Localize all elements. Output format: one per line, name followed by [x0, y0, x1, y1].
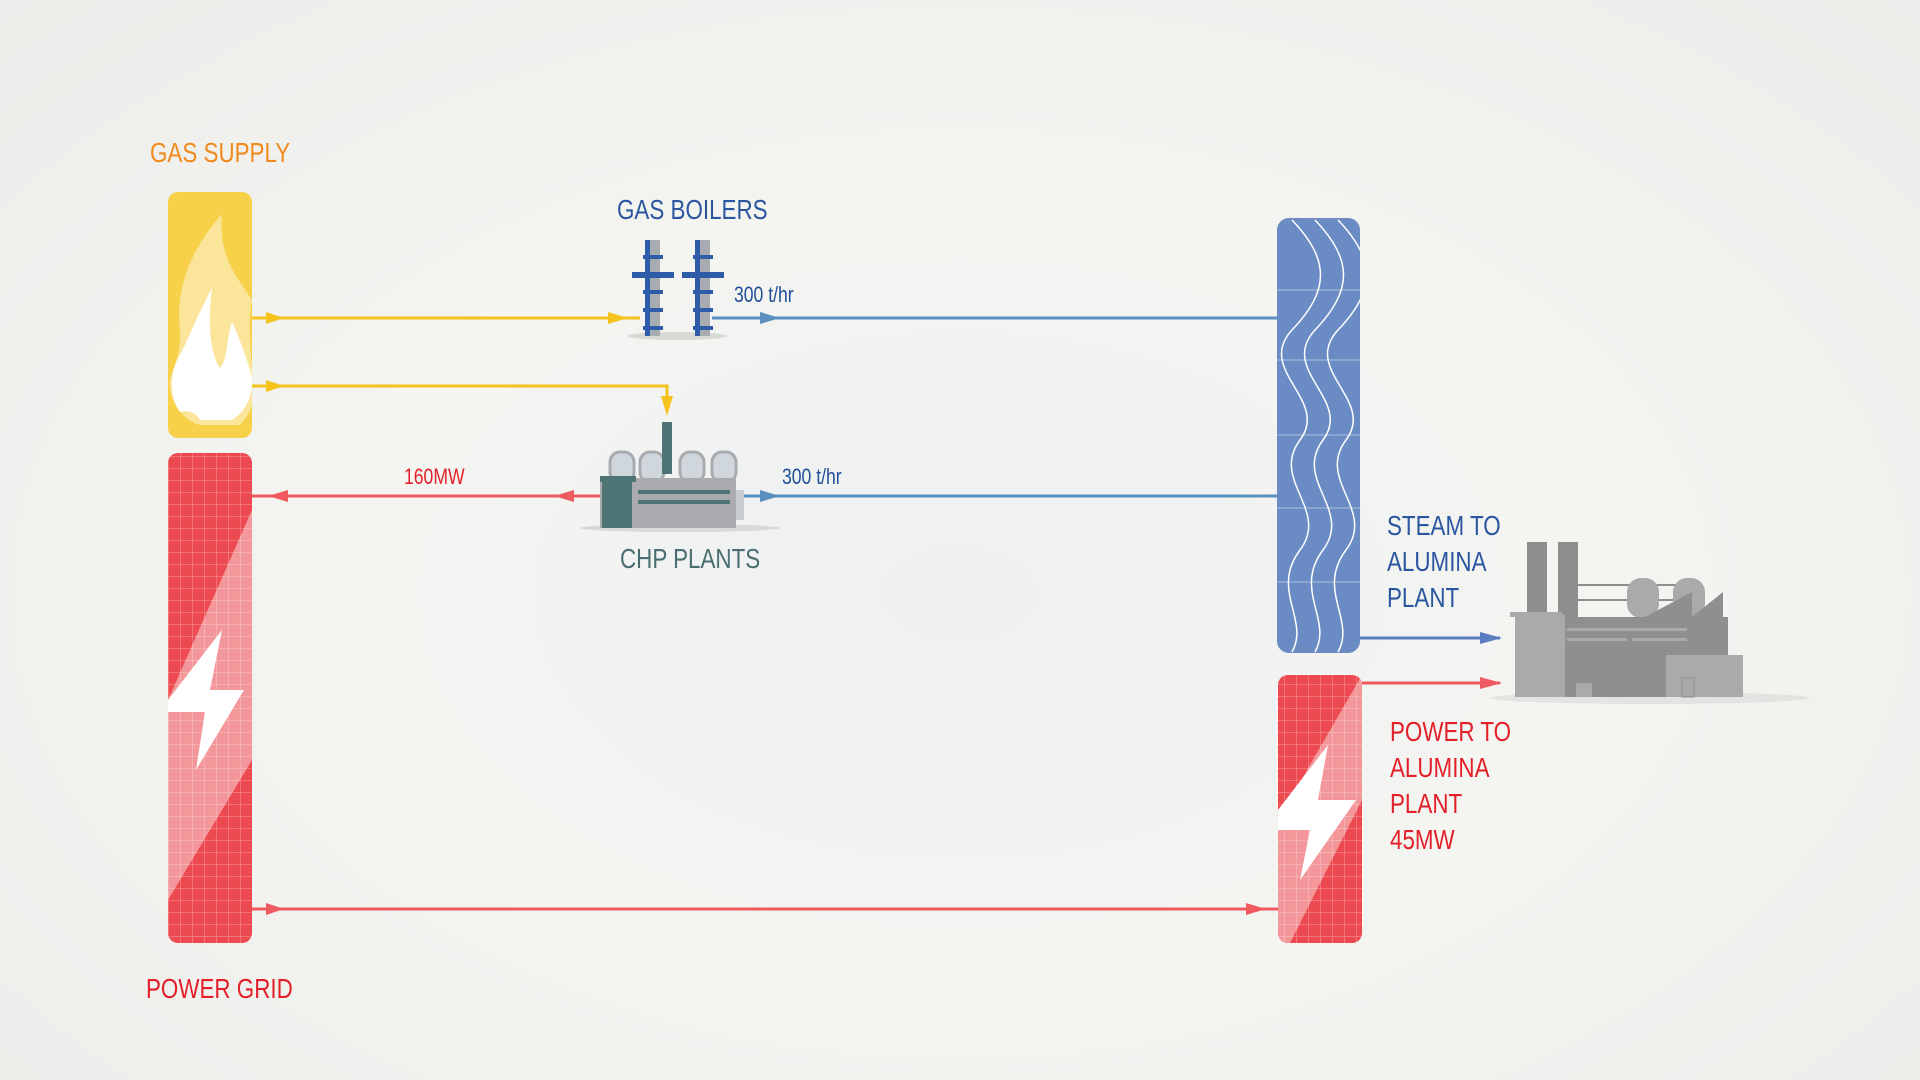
chp-to-grid-line [252, 490, 600, 502]
steam-box [1277, 218, 1360, 653]
power-grid-box [168, 453, 252, 943]
chp-steam-flow-label: 300 t/hr [782, 465, 842, 489]
power-to-plant-label: POWER TO ALUMINA PLANT 45MW [1390, 717, 1511, 856]
gas-supply-box [168, 192, 252, 438]
steam-to-factory-line [1360, 632, 1502, 644]
flame-icon [169, 214, 252, 425]
chp-plants-label: CHP PLANTS [620, 544, 760, 575]
steam-to-plant-label: STEAM TO ALUMINA PLANT [1387, 511, 1501, 614]
power-label-line: PLANT [1390, 789, 1462, 820]
chp-steam-line [743, 490, 1277, 502]
gas-boilers-label: GAS BOILERS [617, 195, 768, 226]
gas-to-boilers-line [252, 312, 640, 324]
steam-label-line: ALUMINA [1387, 547, 1487, 578]
chp-power-output-label: 160MW [404, 465, 465, 489]
steam-waves-icon [1277, 219, 1360, 653]
steam-label-line: PLANT [1387, 583, 1459, 614]
gas-boilers-icon [627, 240, 727, 340]
power-to-factory-line [1362, 677, 1502, 689]
power-label-line: POWER TO [1390, 717, 1511, 748]
power-grid-label: POWER GRID [146, 974, 293, 1005]
steam-label-line: STEAM TO [1387, 511, 1501, 542]
chp-plant-icon [580, 422, 780, 532]
gas-to-chp-line [252, 380, 673, 416]
alumina-plant-factory-icon [1490, 542, 1810, 704]
gas-supply-label: GAS SUPPLY [150, 138, 290, 169]
power-to-plant-box [1278, 675, 1362, 943]
boiler-steam-line [712, 312, 1277, 324]
power-label-line: 45MW [1390, 825, 1455, 856]
grid-to-plant-power-line [252, 903, 1278, 915]
power-label-line: ALUMINA [1390, 753, 1490, 784]
boiler-steam-flow-label: 300 t/hr [734, 283, 794, 307]
